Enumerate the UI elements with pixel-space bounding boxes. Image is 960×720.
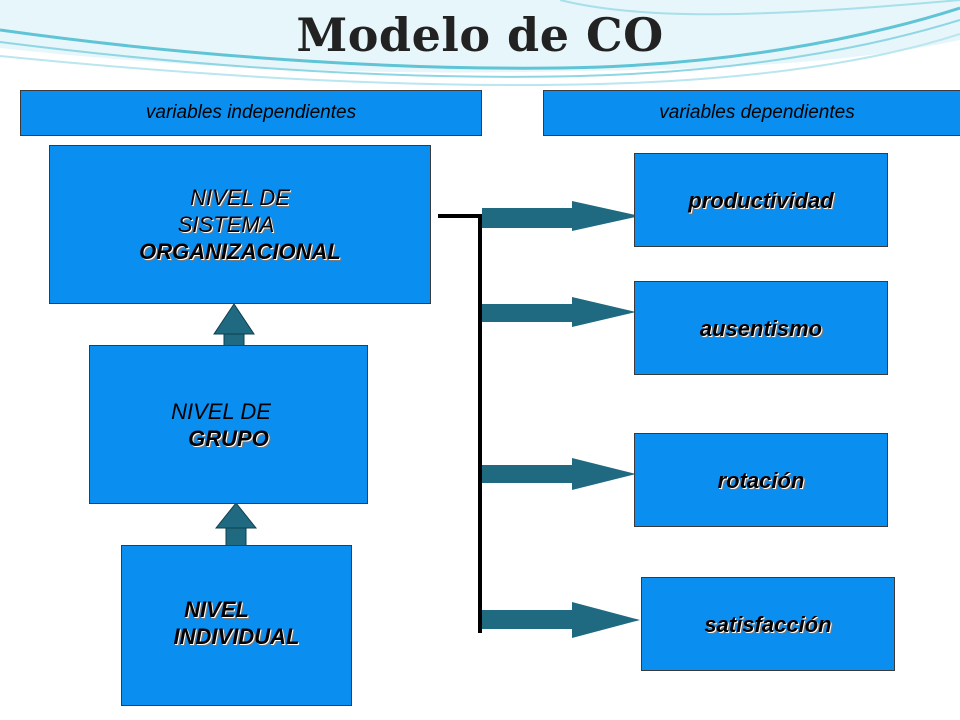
arrow-to-productividad <box>482 201 640 231</box>
outcome-rotacion-label: rotación <box>717 468 805 493</box>
outcome-productividad-box: productividad <box>634 153 888 247</box>
level-individual-line-2: INDIVIDUAL <box>173 624 300 649</box>
arrow-to-ausentismo <box>482 297 636 327</box>
outcome-rotacion-box: rotación <box>634 433 888 527</box>
outcome-productividad-label: productividad <box>688 188 834 213</box>
header-dependent-variables: variables dependientes <box>543 90 960 136</box>
level-system-line-1: NIVEL DE <box>190 185 290 210</box>
connector-bracket <box>438 214 486 633</box>
page-title: Modelo de CO <box>296 8 664 62</box>
arrow-to-rotacion <box>482 458 636 490</box>
outcome-satisfaccion-label: satisfacción <box>704 612 832 637</box>
level-individual-box: NIVEL INDIVIDUAL <box>121 545 352 706</box>
level-system-line-3: ORGANIZACIONAL <box>139 239 341 264</box>
outcome-satisfaccion-box: satisfacción <box>641 577 895 671</box>
level-group-box: NIVEL DE GRUPO <box>89 345 368 504</box>
level-system-box: NIVEL DE SISTEMA ORGANIZACIONAL <box>49 145 431 304</box>
outcome-ausentismo-label: ausentismo <box>699 316 823 341</box>
level-system-line-2: SISTEMA <box>177 212 275 237</box>
outcome-ausentismo-box: ausentismo <box>634 281 888 375</box>
header-independent-label: variables independientes <box>145 102 357 123</box>
level-individual-line-1: NIVEL <box>184 597 249 622</box>
header-independent-variables: variables independientes <box>20 90 482 136</box>
level-group-line-1: NIVEL DE <box>171 398 271 424</box>
level-group-line-2: GRUPO <box>188 425 269 451</box>
arrow-to-satisfaccion <box>482 602 640 638</box>
header-dependent-label: variables dependientes <box>659 102 855 123</box>
